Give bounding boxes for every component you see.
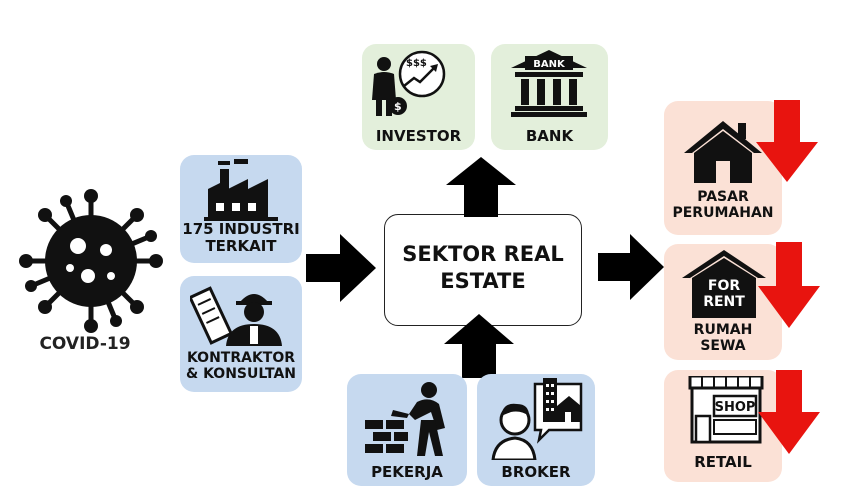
investor-dollar-text: $$$ [406, 58, 427, 69]
house-icon [684, 121, 762, 183]
broker-box: BROKER [477, 374, 595, 486]
down-arrow-icon [758, 242, 820, 328]
sign-for-text: FOR [708, 278, 740, 294]
engineer-icon [190, 286, 282, 346]
arrow-right-icon [306, 234, 376, 302]
pasar-line2: PERUMAHAN [672, 205, 774, 222]
bank-icon: BANK [511, 50, 587, 117]
shop-sign-text: SHOP [715, 400, 756, 415]
bank-sign-text: BANK [533, 59, 566, 70]
down-arrow-icon [756, 100, 818, 182]
arrow-up-icon [446, 157, 516, 217]
pekerja-label: PEKERJA [371, 463, 443, 481]
rumah-sewa-box: FOR RENT RUMAH SEWA [664, 244, 782, 360]
center-line2: ESTATE [440, 269, 526, 294]
center-line1: SEKTOR REAL [402, 242, 564, 266]
pasar-perumahan-box: PASAR PERUMAHAN [664, 101, 782, 235]
retail-box: SHOP RETAIL [664, 370, 782, 482]
investor-label: INVESTOR [375, 127, 462, 145]
investor-bag-text: $ [394, 100, 402, 113]
virus-icon [19, 189, 163, 333]
broker-label: BROKER [501, 463, 571, 481]
kontraktor-line1: KONTRAKTOR [186, 350, 296, 366]
pasar-line1: PASAR [697, 189, 749, 205]
for-rent-house-icon: FOR RENT [682, 250, 766, 318]
sign-rent-text: RENT [703, 294, 745, 310]
down-arrow-icon [758, 370, 820, 454]
kontraktor-box: KONTRAKTOR & KONSULTAN [180, 276, 302, 392]
bank-label: BANK [525, 127, 574, 145]
worker-icon [365, 382, 445, 456]
investor-box: $$$ $ INVESTOR [362, 44, 475, 150]
covid-label: COVID-19 [39, 334, 131, 354]
rumah-line1: RUMAH [693, 322, 753, 338]
bank-box: BANK BANK [491, 44, 608, 150]
arrow-up-icon [444, 314, 514, 378]
rumah-line2: SEWA [700, 338, 746, 355]
kontraktor-line2: & KONSULTAN [186, 366, 296, 383]
pekerja-box: PEKERJA [347, 374, 467, 486]
sektor-real-estate-box: SEKTOR REAL ESTATE [384, 214, 582, 326]
industri-line2: TERKAIT [205, 237, 277, 256]
broker-icon [491, 378, 583, 460]
shop-icon: SHOP [688, 376, 764, 444]
industri-box: 175 INDUSTRI TERKAIT [180, 155, 302, 263]
factory-icon [204, 159, 278, 221]
industri-line1: 175 INDUSTRI [182, 220, 300, 238]
arrow-right-icon [598, 234, 664, 300]
retail-label: RETAIL [694, 453, 752, 471]
investor-icon: $$$ $ [372, 50, 446, 116]
